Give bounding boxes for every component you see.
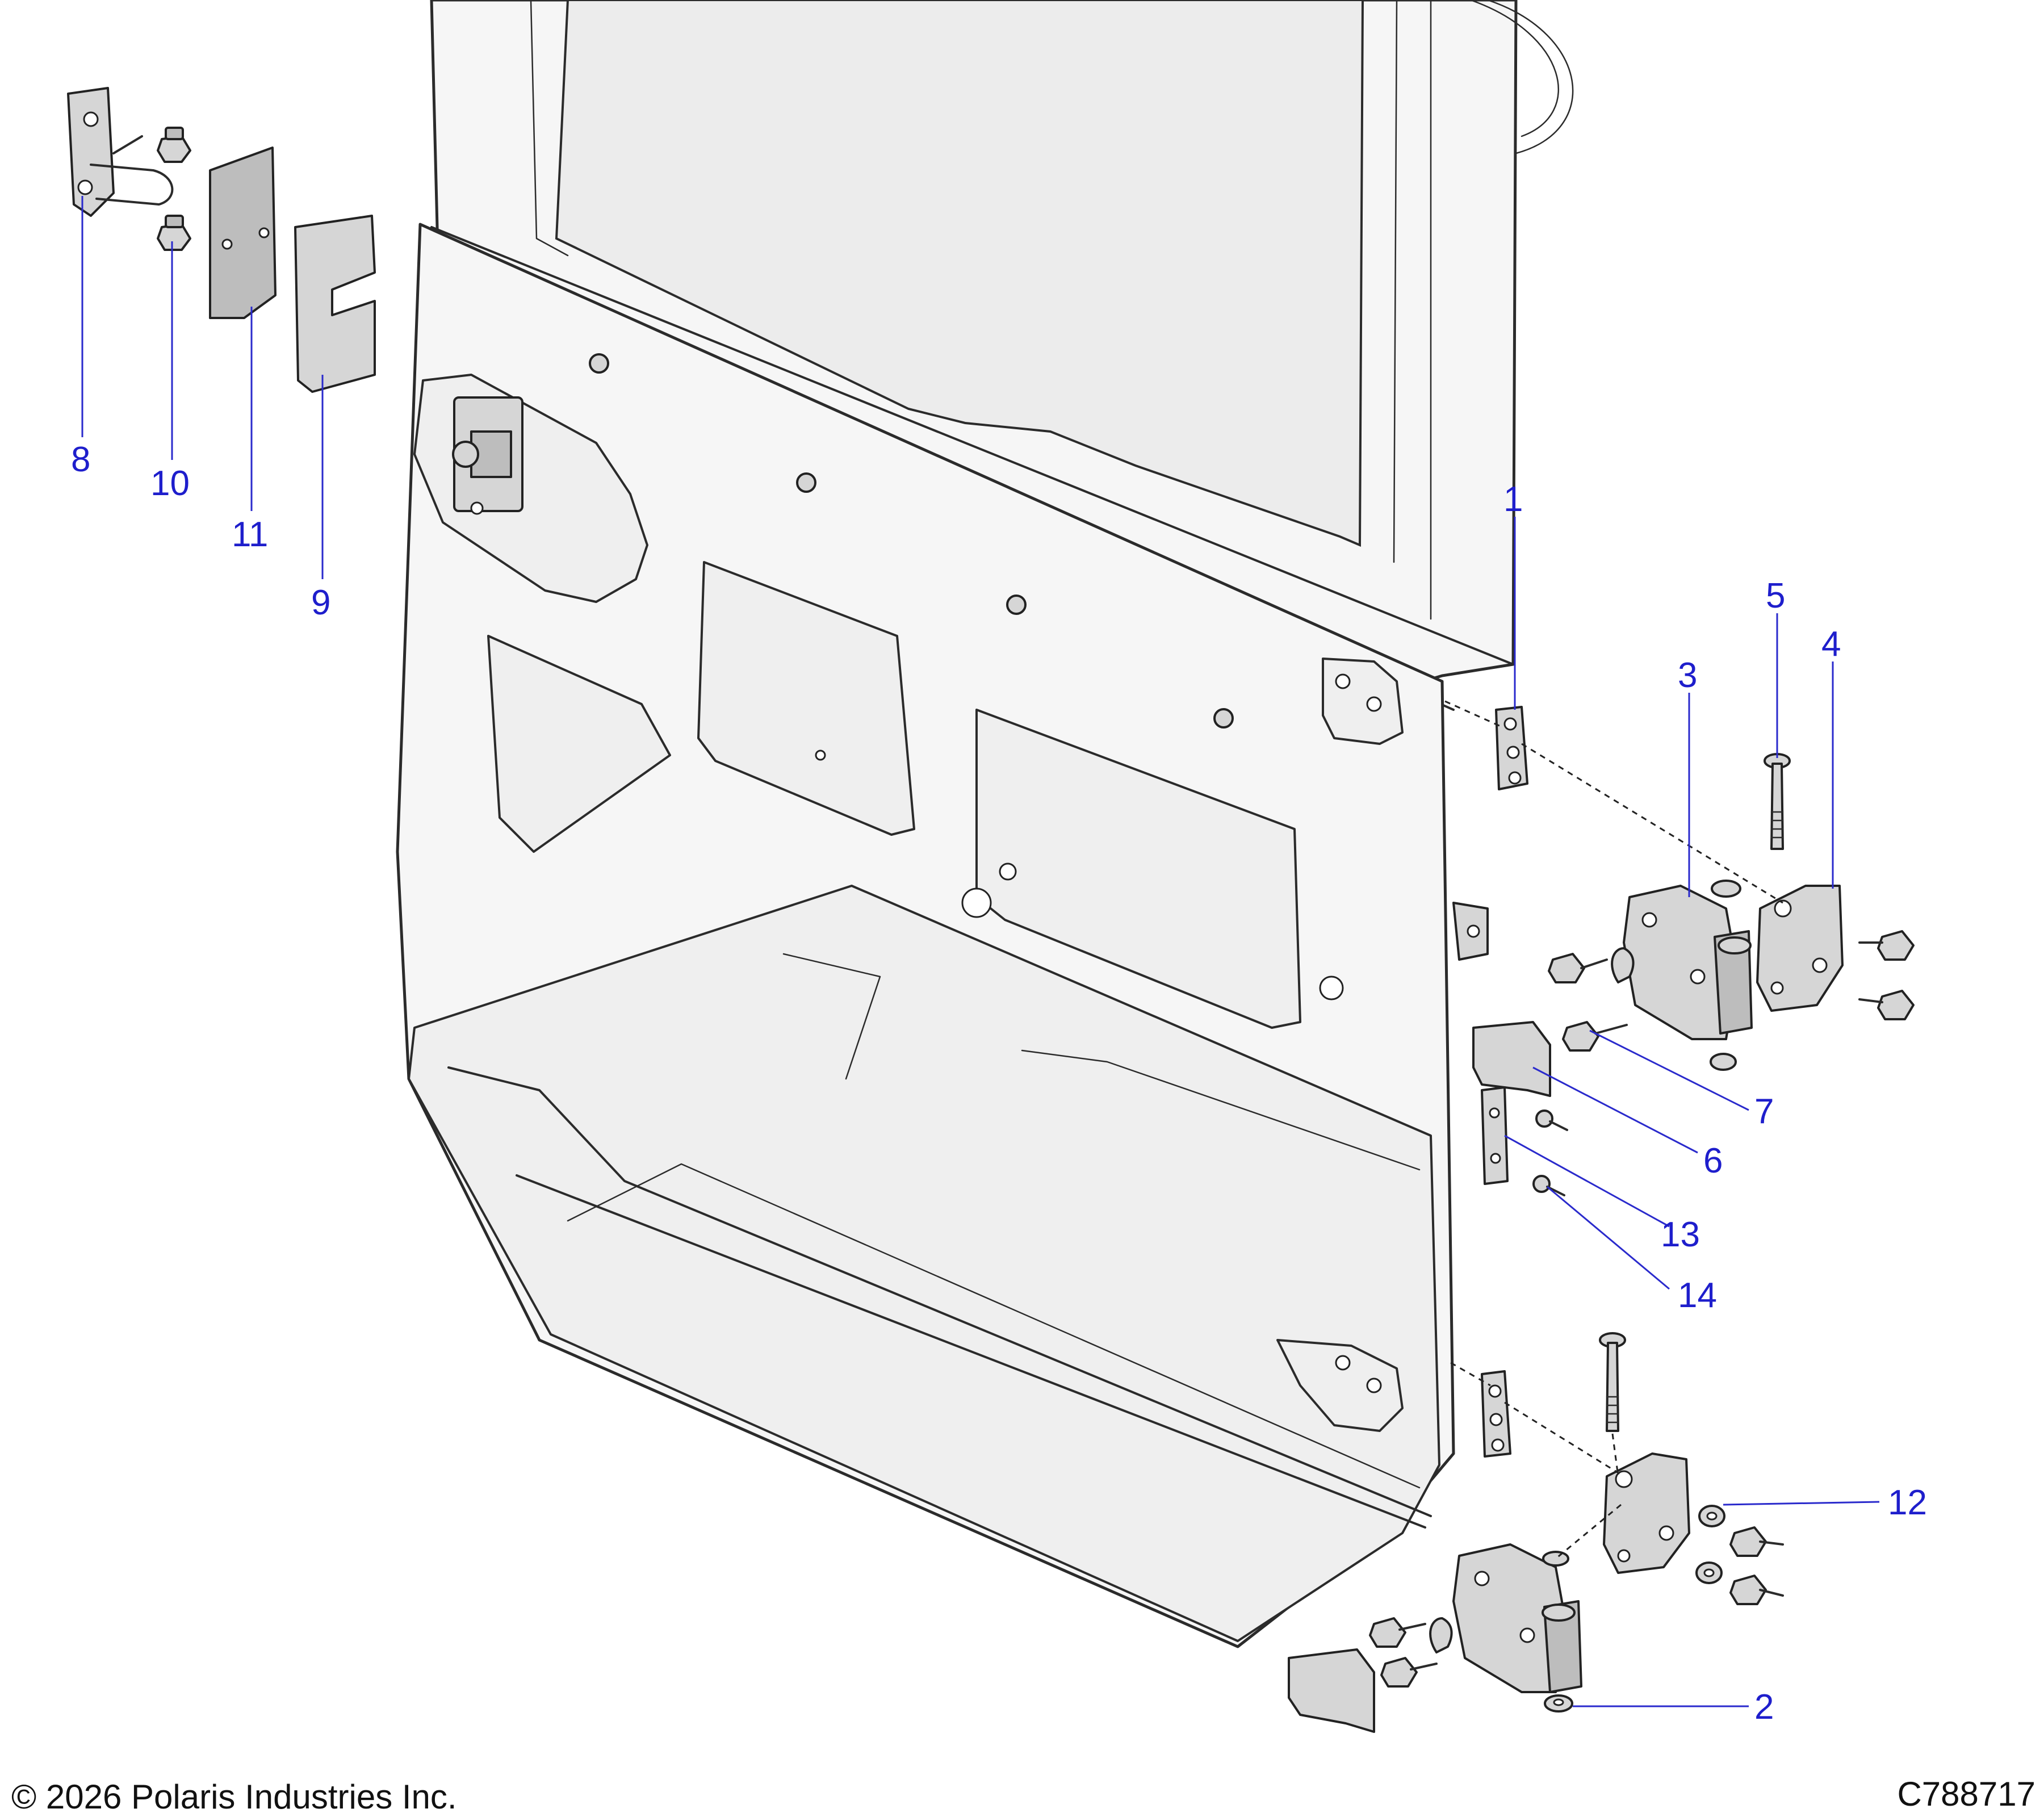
callout-1: 1 (1503, 480, 1523, 519)
part-1-hinge-plate (1495, 706, 1528, 790)
part-7-bolts (1548, 930, 1915, 1052)
part-9-spacer (294, 215, 376, 393)
part-8-striker (67, 87, 174, 217)
door-window-glass (555, 0, 1364, 547)
assembly-lines (1444, 700, 1783, 1560)
part-4-hinge-body (1756, 885, 1844, 1012)
lower-hinge-bolts-right (1729, 1526, 1784, 1605)
part-4-lower-hinge-body (1603, 1452, 1690, 1574)
copyright-text: © 2026 Polaris Industries Inc. (11, 1778, 457, 1816)
callout-3: 3 (1678, 656, 1697, 695)
part-3-hinge-leaf (1623, 880, 1753, 1071)
part-2-washer (1544, 1694, 1573, 1713)
door-cutout-center (697, 561, 915, 836)
callout-9: 9 (311, 583, 330, 622)
part-5-lower-hinge-pin (1599, 1332, 1626, 1432)
door-cutout-left (487, 635, 671, 853)
callout-13: 13 (1661, 1215, 1700, 1254)
part-6-cover (1472, 1021, 1551, 1097)
part-6-lower-cover (1288, 1648, 1375, 1733)
part-10-screws (157, 127, 191, 251)
figure-code: C788717 (1897, 1775, 2035, 1813)
callout-11: 11 (232, 515, 268, 554)
leader-lines (81, 196, 1880, 1707)
lower-hinge-bolts-left (1369, 1617, 1453, 1688)
part-3-lower-hinge-leaf (1452, 1543, 1582, 1693)
callout-8: 8 (71, 440, 90, 479)
callout-7: 7 (1754, 1092, 1774, 1131)
callout-5: 5 (1766, 576, 1785, 616)
callout-2: 2 (1754, 1688, 1774, 1727)
door-assembly (396, 0, 1574, 1648)
callout-10: 10 (150, 464, 190, 503)
callout-14: 14 (1678, 1276, 1717, 1315)
callout-12: 12 (1888, 1483, 1927, 1522)
callout-4: 4 (1821, 625, 1841, 664)
part-14-screws (1532, 1110, 1568, 1196)
part-5-hinge-pin (1764, 753, 1791, 850)
part-12-washers (1695, 1505, 1725, 1584)
door-lower-pocket (408, 885, 1440, 1642)
part-11-shim-plate (209, 146, 277, 319)
part-1-lower-hinge-plate (1481, 1370, 1511, 1458)
callout-labels: 1 2 3 4 5 6 7 8 9 10 11 12 13 14 (71, 440, 1927, 1727)
part-13-shim (1481, 1086, 1509, 1185)
callout-6: 6 (1703, 1141, 1723, 1180)
